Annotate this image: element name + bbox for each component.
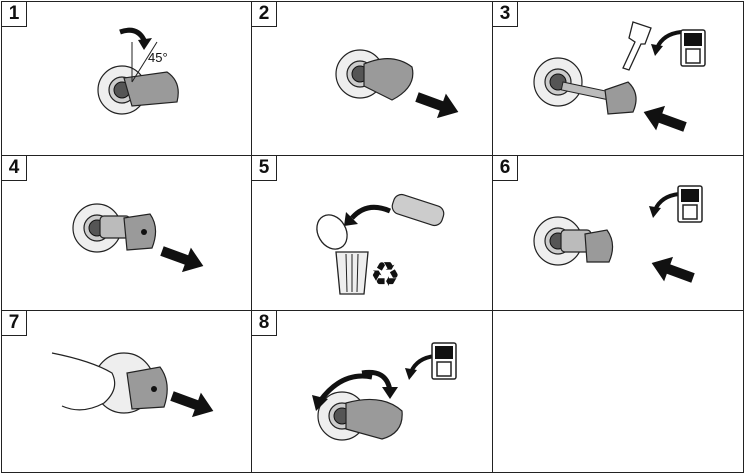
hand-icon [51, 352, 116, 411]
rotate-arrow-icon [119, 27, 147, 42]
key-head [584, 229, 614, 263]
step-panel-7: 7 [1, 310, 252, 473]
step-number: 8 [251, 310, 277, 336]
angle-line [131, 41, 158, 83]
lock-cylinder [533, 57, 583, 107]
key-card-icon [680, 29, 706, 67]
step-number: 7 [1, 310, 27, 336]
key-head [123, 71, 179, 107]
step-panel-8: 8 [251, 310, 493, 473]
key-head [604, 81, 637, 115]
key-head [363, 58, 414, 101]
insert-arrow-icon [639, 99, 690, 140]
insert-arrow-icon [647, 250, 698, 291]
angle-label: 45° [148, 50, 168, 65]
step-panel-1: 1 45° [1, 1, 252, 156]
step-panel-4: 4 [1, 155, 252, 311]
curved-arrow-icon [647, 192, 681, 220]
pull-arrow-icon [167, 383, 218, 424]
step-8-illustration [312, 342, 457, 441]
step-2-illustration [335, 49, 463, 125]
step-3-illustration [533, 21, 706, 140]
recycle-icon: ♻ [370, 256, 400, 294]
step-4-illustration [72, 203, 208, 279]
key-head [123, 213, 157, 251]
curved-arrow-icon [350, 204, 391, 220]
step-number: 3 [492, 1, 518, 27]
step-panel-5: 5 ♻ [251, 155, 493, 311]
lock-barrel [391, 193, 445, 227]
step-number: 6 [492, 155, 518, 181]
step-panel-3: 3 [492, 1, 744, 156]
bin-lid [316, 214, 348, 250]
step-1-illustration: 45° [97, 27, 179, 115]
key-head [345, 398, 403, 440]
curved-arrow-icon [403, 354, 437, 382]
empty-panel [492, 310, 744, 473]
step-panel-2: 2 [251, 1, 493, 156]
key-card-icon [431, 342, 457, 380]
rotate-arrow-icon [317, 373, 373, 403]
pull-arrow-icon [157, 238, 208, 279]
pull-arrow-icon [412, 84, 463, 125]
step-7-illustration [51, 352, 218, 424]
new-key-icon [622, 21, 652, 71]
step-panel-6: 6 [492, 155, 744, 311]
step-number: 2 [251, 1, 277, 27]
curved-arrow-icon [649, 30, 683, 58]
step-number: 4 [1, 155, 27, 181]
step-5-illustration: ♻ [316, 193, 445, 295]
step-6-illustration [533, 185, 703, 291]
key-card-icon [677, 185, 703, 223]
step-number: 5 [251, 155, 277, 181]
key-head [126, 366, 168, 410]
step-number: 1 [1, 1, 27, 27]
